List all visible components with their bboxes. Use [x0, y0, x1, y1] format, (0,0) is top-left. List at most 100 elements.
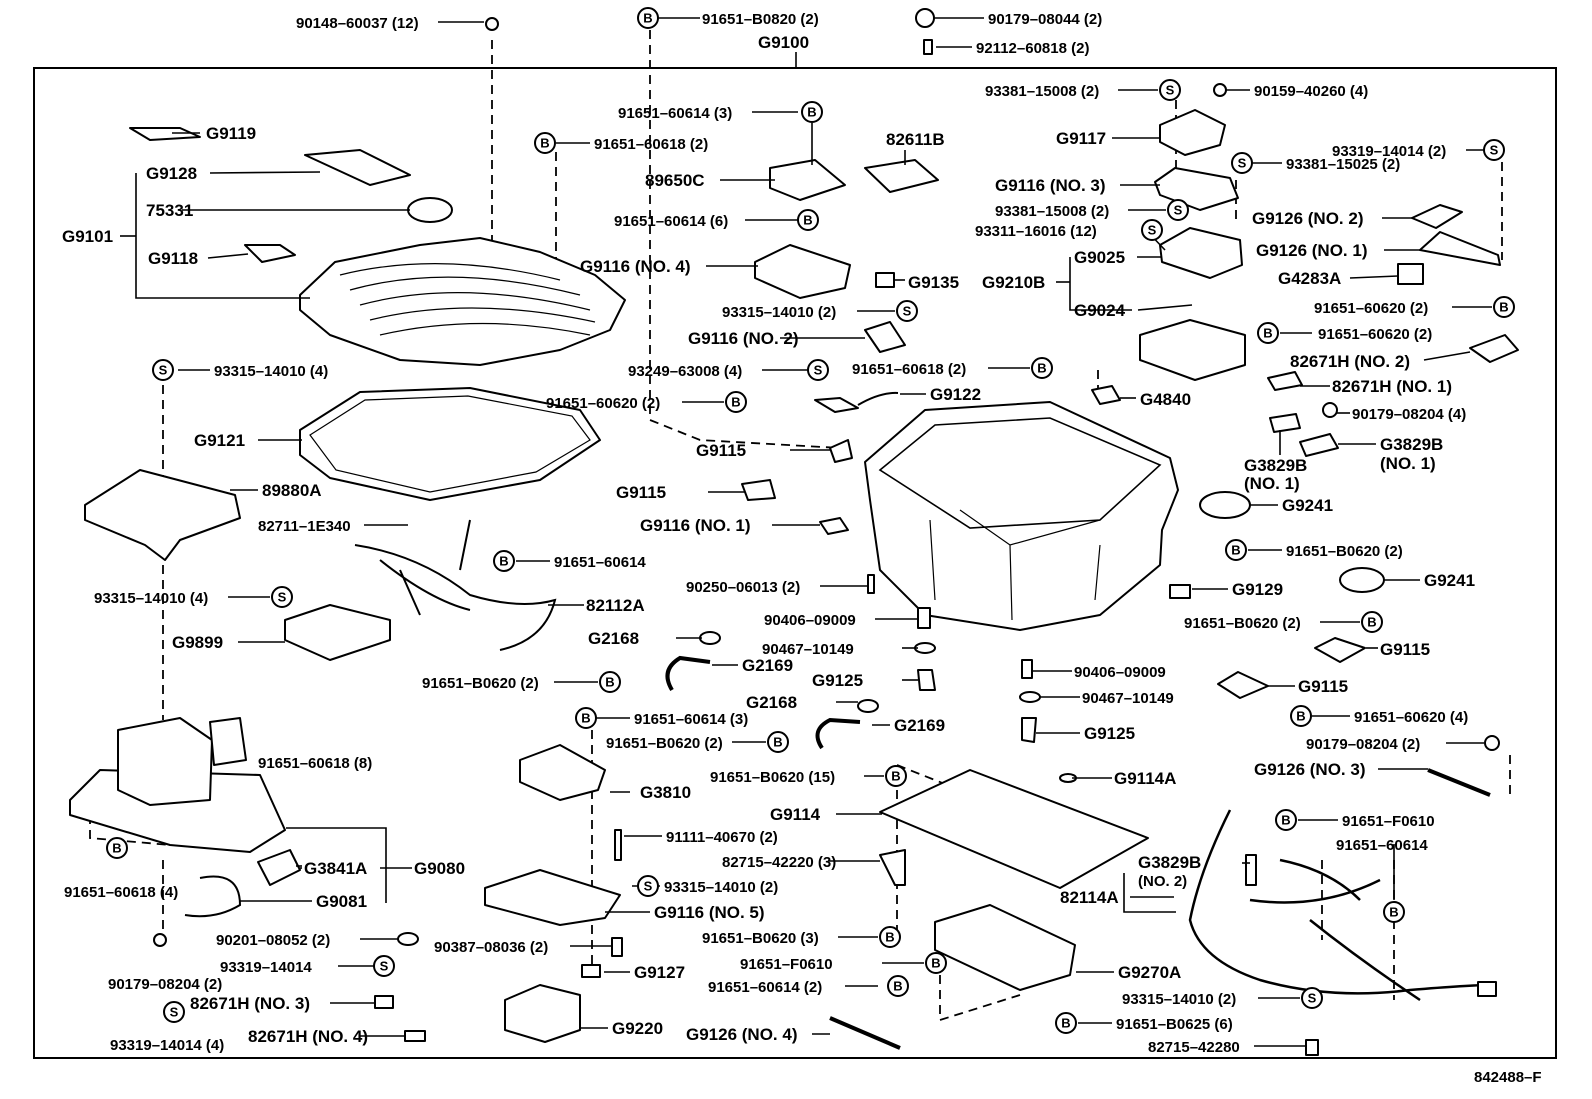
- part-label: 89880A: [262, 481, 322, 500]
- svg-text:S: S: [1238, 156, 1247, 171]
- svg-text:B: B: [885, 930, 894, 945]
- marker-s: S: [1159, 79, 1181, 101]
- part-label: 91651–60618 (4): [64, 884, 178, 901]
- drawing-number: 842488–F: [1474, 1069, 1542, 1086]
- marker-s: S: [1483, 139, 1505, 161]
- svg-text:B: B: [803, 213, 812, 228]
- marker-b: B: [106, 837, 128, 859]
- part-label: G9127: [634, 963, 685, 982]
- part-label: G9119: [206, 124, 256, 143]
- part-label: 91651–60614 (3): [634, 711, 748, 728]
- part-label: 82715–42220 (3): [722, 854, 836, 871]
- marker-b: B: [885, 765, 907, 787]
- part-label: G9126 (NO. 1): [1256, 241, 1368, 260]
- svg-text:S: S: [380, 959, 389, 974]
- assembly-frame: [33, 52, 1557, 1059]
- part-label: 82715–42280: [1148, 1039, 1240, 1056]
- svg-text:B: B: [731, 395, 740, 410]
- part-label: G9080: [414, 859, 465, 878]
- part-label: 91651–60620 (4): [1354, 709, 1468, 726]
- marker-b: B: [575, 707, 597, 729]
- part-label: G2168: [588, 629, 639, 648]
- part-label: G9115: [1380, 640, 1430, 659]
- svg-text:B: B: [1367, 615, 1376, 630]
- svg-text:B: B: [499, 554, 508, 569]
- part-label: 91651–60618 (2): [594, 136, 708, 153]
- part-label: G2169: [742, 656, 793, 675]
- marker-s: S: [373, 955, 395, 977]
- part-label: G9210B: [982, 273, 1045, 292]
- part-label: 90387–08036 (2): [434, 939, 548, 956]
- part-label: 82114A: [1060, 888, 1119, 907]
- svg-text:B: B: [540, 136, 549, 151]
- part-label: G4840: [1140, 390, 1191, 409]
- part-label: 91651–60620 (2): [1318, 326, 1432, 343]
- svg-text:B: B: [605, 675, 614, 690]
- part-label: G9121: [194, 431, 245, 450]
- svg-text:B: B: [1281, 813, 1290, 828]
- part-label: 91651–B0820 (2): [702, 11, 819, 28]
- part-label: 93381–15025 (2): [1286, 156, 1400, 173]
- part-label: 90179–08204 (2): [1306, 736, 1420, 753]
- part-label: 82671H (NO. 3): [190, 994, 310, 1013]
- part-label: 93315–14010 (4): [94, 590, 208, 607]
- part-label: 93249–63008 (4): [628, 363, 742, 380]
- part-label: 91651–B0620 (2): [422, 675, 539, 692]
- part-label: G2169: [894, 716, 945, 735]
- part-label: 93315–14010 (4): [214, 363, 328, 380]
- marker-b: B: [879, 926, 901, 948]
- svg-text:B: B: [773, 735, 782, 750]
- svg-text:S: S: [1308, 991, 1317, 1006]
- marker-b: B: [801, 101, 823, 123]
- part-label: 90148–60037 (12): [296, 15, 419, 32]
- part-label: 93315–14010 (2): [1122, 991, 1236, 1008]
- leader-lines: [120, 17, 1492, 1047]
- part-label: G3829B: [1244, 456, 1307, 475]
- svg-text:B: B: [807, 105, 816, 120]
- part-label: 91651–60614 (2): [708, 979, 822, 996]
- marker-b: B: [725, 391, 747, 413]
- svg-text:B: B: [893, 979, 902, 994]
- part-label: 82671H (NO. 2): [1290, 352, 1410, 371]
- part-label: 91651–B0620 (15): [710, 769, 835, 786]
- part-label: G9122: [930, 385, 981, 404]
- svg-text:S: S: [159, 363, 168, 378]
- part-label: 93315–14010 (2): [664, 879, 778, 896]
- part-label: 75331: [146, 201, 193, 220]
- marker-s: S: [1231, 152, 1253, 174]
- svg-text:S: S: [1174, 203, 1183, 218]
- part-label: G9126 (NO. 3): [1254, 760, 1366, 779]
- part-label: 91111–40670 (2): [666, 829, 778, 846]
- part-label: 91651–B0625 (6): [1116, 1016, 1233, 1033]
- part-label: G9025: [1074, 248, 1125, 267]
- marker-b: B: [1275, 809, 1297, 831]
- part-label: 90179–08204 (4): [1352, 406, 1466, 423]
- part-label: G9114: [770, 805, 821, 824]
- part-label: 82671H (NO. 1): [1332, 377, 1452, 396]
- part-label: G9101: [62, 227, 113, 246]
- part-label: 90159–40260 (4): [1254, 83, 1368, 100]
- part-label: 91651–60620 (2): [546, 395, 660, 412]
- svg-text:B: B: [1499, 300, 1508, 315]
- part-label: G3829B: [1380, 435, 1443, 454]
- marker-s: S: [1167, 199, 1189, 221]
- part-label: 90201–08052 (2): [216, 932, 330, 949]
- part-label: G9115: [696, 441, 746, 460]
- marker-b: B: [887, 975, 909, 997]
- part-label: G9126 (NO. 4): [686, 1025, 798, 1044]
- part-label: 82611B: [886, 130, 945, 149]
- svg-text:S: S: [1490, 143, 1499, 158]
- part-label: 82112A: [586, 596, 645, 615]
- marker-s: S: [896, 300, 918, 322]
- part-label: G9116 (NO. 2): [688, 329, 799, 348]
- marker-s: S: [163, 1001, 185, 1023]
- part-label: G4283A: [1278, 269, 1341, 288]
- marker-b: B: [1493, 296, 1515, 318]
- part-label: 93315–14010 (2): [722, 304, 836, 321]
- svg-text:S: S: [903, 304, 912, 319]
- marker-s: S: [271, 586, 293, 608]
- svg-text:B: B: [891, 769, 900, 784]
- part-label: (NO. 2): [1138, 873, 1187, 890]
- part-label: 93381–15008 (2): [985, 83, 1099, 100]
- part-label: 82711–1E340: [258, 518, 351, 535]
